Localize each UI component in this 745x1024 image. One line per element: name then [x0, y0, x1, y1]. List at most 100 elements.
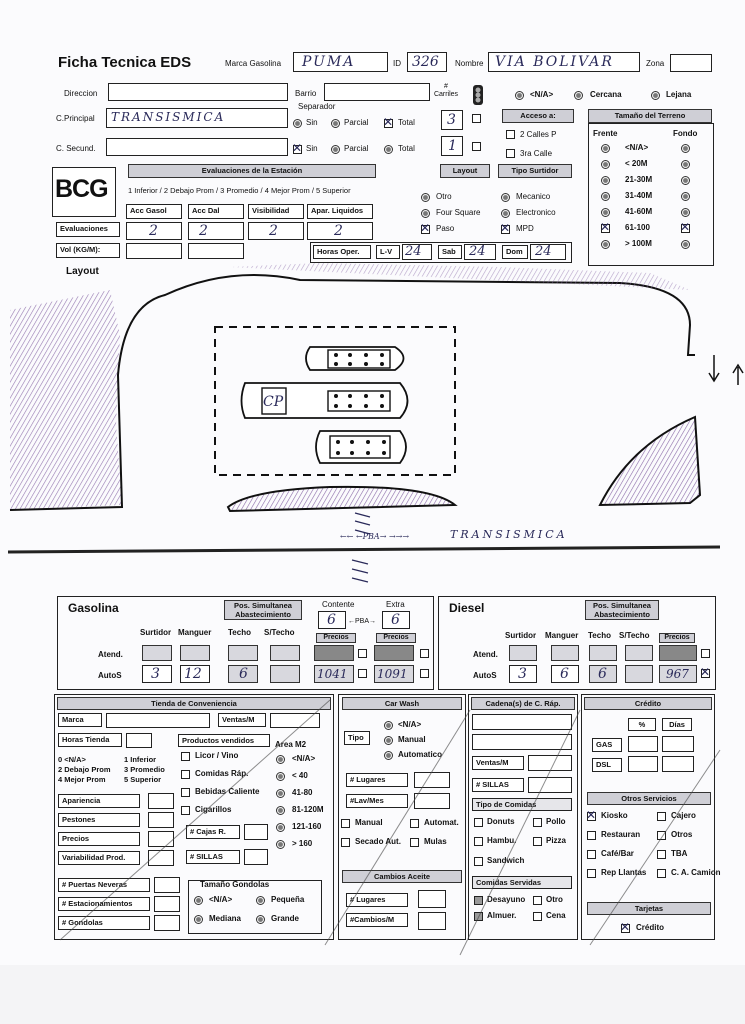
gas-pct-field[interactable]	[628, 736, 658, 752]
sep-parcial-radio[interactable]	[331, 119, 340, 128]
gas-surtidor-field[interactable]: 3	[142, 665, 172, 683]
direccion-field[interactable]	[108, 83, 288, 101]
carwash-lugares-field[interactable]	[414, 772, 450, 788]
dsl-techo-field[interactable]: 6	[589, 665, 617, 683]
servicio-check-3[interactable]	[657, 831, 666, 840]
carwash-auto-radio[interactable]	[384, 751, 393, 760]
gas-autos-check-1[interactable]	[358, 669, 367, 678]
servicio-check-4[interactable]	[587, 850, 596, 859]
carriles-secund-check[interactable]	[472, 142, 481, 151]
calle3-check[interactable]	[506, 149, 515, 158]
area-radio-4[interactable]	[276, 823, 285, 832]
cw-secado-check[interactable]	[341, 838, 350, 847]
dsl-surtidor-field[interactable]: 3	[509, 665, 537, 683]
eval-field-3[interactable]	[148, 850, 174, 866]
dsl-atend-check[interactable]	[701, 649, 710, 658]
pizza-check[interactable]	[533, 837, 542, 846]
eval-apar-field[interactable]: 2	[307, 222, 373, 240]
gas-techo-field[interactable]: 6	[228, 665, 258, 683]
barrio-field[interactable]	[324, 83, 430, 101]
surtidor-mecanico-radio[interactable]	[501, 193, 510, 202]
carriles-principal-field[interactable]: 3	[441, 110, 463, 130]
fondo-radio-5[interactable]	[680, 220, 690, 234]
cw-manual-check[interactable]	[341, 819, 350, 828]
cadena-field-1[interactable]	[472, 714, 572, 730]
cajas-field[interactable]	[244, 824, 268, 840]
fondo-radio-3[interactable]	[681, 192, 690, 201]
servicio-check-5[interactable]	[657, 850, 666, 859]
gond-mediana-radio[interactable]	[194, 915, 203, 924]
dsl-atend-precio[interactable]	[659, 645, 697, 661]
eval-field-1[interactable]	[148, 812, 174, 828]
sep-sin-radio[interactable]	[293, 119, 302, 128]
frente-radio-6[interactable]	[601, 240, 610, 249]
area-radio-5[interactable]	[276, 840, 285, 849]
donuts-check[interactable]	[474, 818, 483, 827]
cena-check[interactable]	[533, 912, 542, 921]
id-field[interactable]: 326	[407, 52, 447, 72]
sec-total-radio[interactable]	[384, 145, 393, 154]
fondo-radio-1[interactable]	[681, 160, 690, 169]
frente-radio-3[interactable]	[601, 192, 610, 201]
cambios-lugares-field[interactable]	[418, 890, 446, 908]
na-radio[interactable]	[515, 91, 524, 100]
gond-na-radio[interactable]	[194, 896, 203, 905]
gas-atend-stecho[interactable]	[270, 645, 300, 661]
sep-total-radio[interactable]	[383, 115, 393, 129]
cadena-field-2[interactable]	[472, 734, 572, 750]
gas-atend-manguer[interactable]	[180, 645, 210, 661]
dsl-dias-field[interactable]	[662, 756, 694, 772]
dsl-atend-stecho[interactable]	[625, 645, 653, 661]
product-check-3[interactable]	[181, 806, 190, 815]
gas-atend-techo[interactable]	[228, 645, 258, 661]
area-radio-0[interactable]	[276, 755, 285, 764]
dsl-precio-field[interactable]: 967	[659, 665, 697, 683]
servicio-check-6[interactable]	[587, 869, 596, 878]
frente-radio-5[interactable]	[600, 220, 610, 234]
tienda-ventas-field[interactable]	[270, 713, 320, 728]
dsl-pct-field[interactable]	[628, 756, 658, 772]
c-principal-field[interactable]: TRANSISMICA	[106, 108, 288, 128]
gas-stecho-field[interactable]	[270, 665, 300, 683]
carriles-principal-check[interactable]	[472, 114, 481, 123]
vol-field-2[interactable]	[188, 243, 244, 259]
contente-field[interactable]: 6	[318, 611, 346, 629]
gas-atend-check-1[interactable]	[358, 649, 367, 658]
cw-automat-check[interactable]	[410, 819, 419, 828]
servicio-check-2[interactable]	[587, 831, 596, 840]
gas-dias-field[interactable]	[662, 736, 694, 752]
eval-visibilidad-field[interactable]: 2	[248, 222, 304, 240]
calles2-check[interactable]	[506, 130, 515, 139]
cadena-ventas-field[interactable]	[528, 755, 572, 771]
fondo-radio-0[interactable]	[681, 144, 690, 153]
estacionamientos-field[interactable]	[154, 896, 180, 912]
carwash-manual-radio[interactable]	[384, 736, 393, 745]
layout-otro-radio[interactable]	[421, 193, 430, 202]
dsl-atend-techo[interactable]	[589, 645, 617, 661]
gas-precio-1-field[interactable]: 1041	[314, 665, 354, 683]
frente-radio-0[interactable]	[601, 144, 610, 153]
desayuno-check[interactable]	[474, 896, 483, 905]
gas-atend-surtidor[interactable]	[142, 645, 172, 661]
dsl-atend-manguer[interactable]	[551, 645, 579, 661]
product-check-0[interactable]	[181, 752, 190, 761]
fondo-radio-2[interactable]	[681, 176, 690, 185]
gas-precio-2-field[interactable]: 1091	[374, 665, 414, 683]
cw-mulas-check[interactable]	[410, 838, 419, 847]
sec-parcial-radio[interactable]	[331, 145, 340, 154]
puertas-field[interactable]	[154, 877, 180, 893]
tienda-marca-field[interactable]	[106, 713, 210, 728]
surtidor-electronico-radio[interactable]	[501, 209, 510, 218]
cadena-sillas-field[interactable]	[528, 777, 572, 793]
sec-sin-radio[interactable]	[292, 141, 302, 155]
gond-pequena-radio[interactable]	[256, 896, 265, 905]
lv-field[interactable]: 24	[402, 244, 432, 260]
product-check-2[interactable]	[181, 788, 190, 797]
gas-manguer-field[interactable]: 12	[180, 665, 210, 683]
servicio-check-7[interactable]	[657, 869, 666, 878]
gas-atend-check-2[interactable]	[420, 649, 429, 658]
almuer-check[interactable]	[474, 912, 483, 921]
dom-field[interactable]: 24	[530, 244, 566, 260]
frente-radio-2[interactable]	[601, 176, 610, 185]
fondo-radio-4[interactable]	[681, 208, 690, 217]
